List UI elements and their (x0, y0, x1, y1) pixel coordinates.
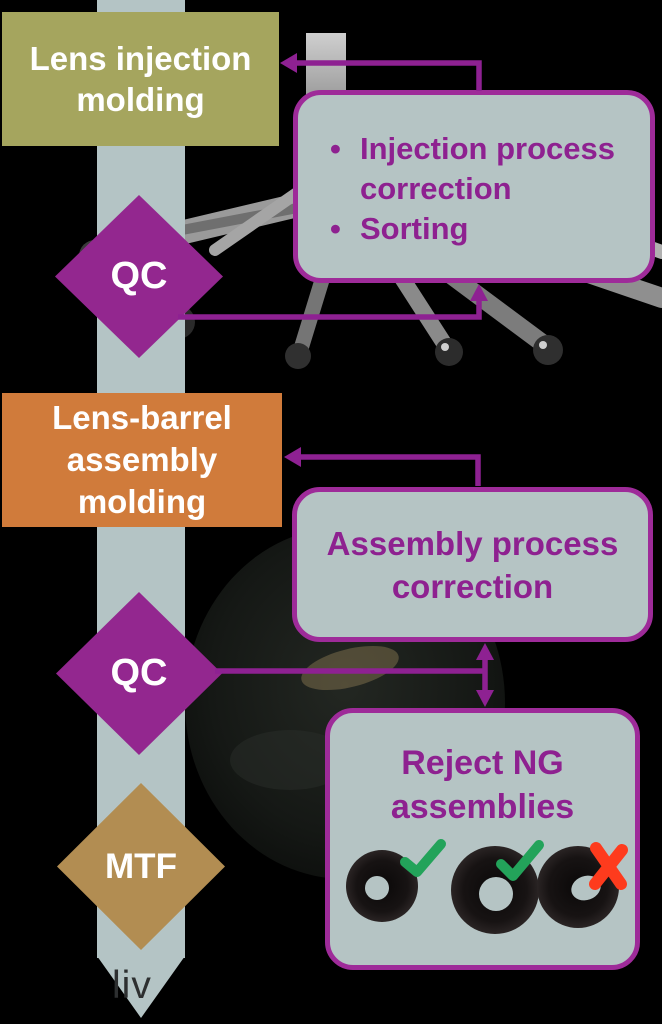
connector-callout2-to-barrel (299, 454, 481, 486)
callout-injection-correction: • Injection process correction • Sorting (293, 90, 655, 283)
bullet-icon: • (330, 131, 341, 166)
callout-text-line: Assembly process (326, 524, 619, 562)
connector-lines (178, 60, 488, 692)
mtf-label: MTF (105, 846, 177, 886)
arrowhead-up-icon (470, 284, 488, 301)
callout-title-line: Reject NG (401, 744, 564, 782)
arrowhead-left-icon (280, 53, 297, 73)
check-icon (400, 839, 446, 877)
bullet-text: Injection process correction (360, 131, 615, 206)
partial-delivery-text: liv (112, 964, 152, 1007)
x-icon (589, 842, 628, 890)
step-label-line: molding (77, 483, 207, 520)
step-label-line: molding (76, 81, 205, 118)
callout-title-line: assemblies (390, 788, 575, 826)
lens-assembly-samples (346, 839, 628, 934)
arrowhead-up-icon (476, 643, 494, 660)
bullet-item: • Injection process correction (330, 129, 634, 209)
qc1-label: QC (110, 255, 168, 297)
qc2-label: QC (110, 652, 168, 694)
step-label-line: Lens injection (29, 40, 252, 77)
step-lens-barrel-assembly-molding: Lens-barrel assembly molding (2, 393, 282, 527)
bullet-icon: • (330, 211, 341, 246)
arrowheads (280, 53, 494, 707)
check-icon (496, 840, 544, 881)
callout-assembly-correction: Assembly process correction (292, 487, 653, 642)
callout-text-line: correction (391, 567, 554, 605)
lens-assembly-fail (537, 842, 628, 928)
step-label-line: Lens-barrel (52, 399, 232, 436)
lens-assembly-pass-1 (346, 839, 446, 922)
lens-assembly-pass-2 (451, 840, 544, 934)
connector-qc1-to-callout1 (178, 299, 482, 320)
bullet-text: Sorting (360, 211, 469, 246)
step-label-line: assembly (66, 441, 218, 478)
step-lens-injection-molding: Lens injection molding (2, 12, 279, 146)
connector-callout1-to-injection (295, 60, 482, 91)
arrowhead-down-icon (476, 690, 494, 707)
arrowhead-left-icon (284, 447, 301, 467)
bullet-item: • Sorting (330, 209, 634, 249)
